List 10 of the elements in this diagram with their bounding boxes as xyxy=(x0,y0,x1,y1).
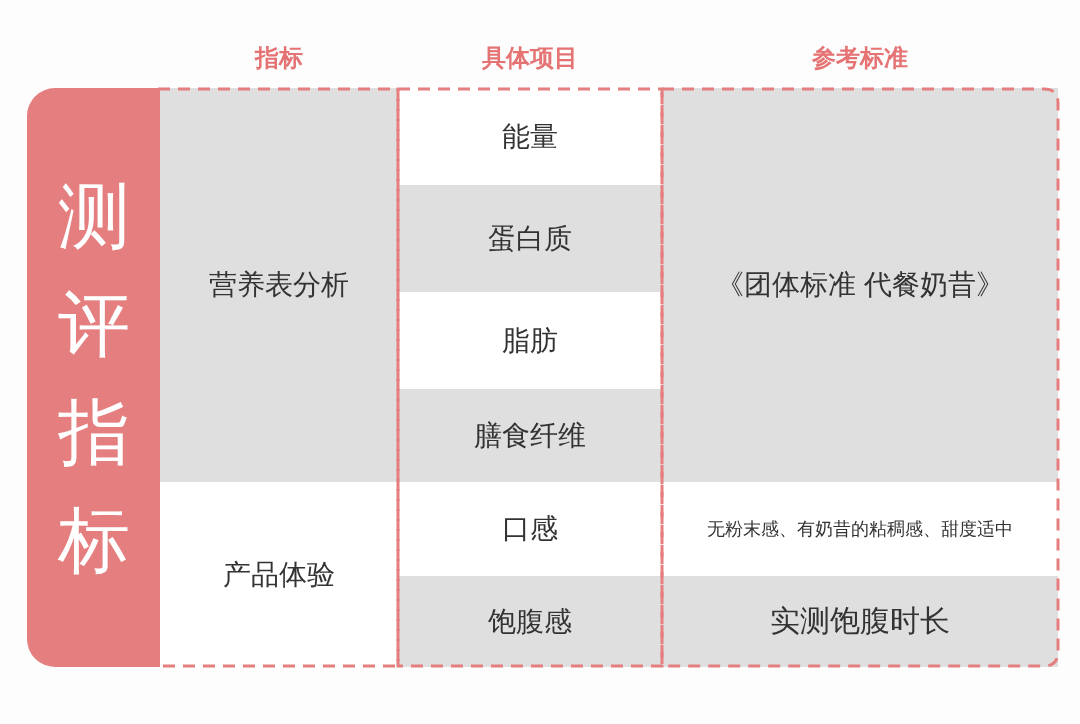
table-cell: 营养表分析 xyxy=(160,88,398,482)
table-cell: 《团体标准 代餐奶昔》 xyxy=(662,88,1058,482)
title-band: 测评指标 xyxy=(27,88,160,667)
table-cell: 实测饱腹时长 xyxy=(662,576,1058,667)
column-header: 参考标准 xyxy=(811,43,909,74)
column-header: 指标 xyxy=(253,43,304,74)
table-cell: 蛋白质 xyxy=(398,185,662,292)
table-cell: 膳食纤维 xyxy=(398,389,662,482)
column-header: 具体项目 xyxy=(481,43,579,74)
table-cell: 饱腹感 xyxy=(398,576,662,667)
